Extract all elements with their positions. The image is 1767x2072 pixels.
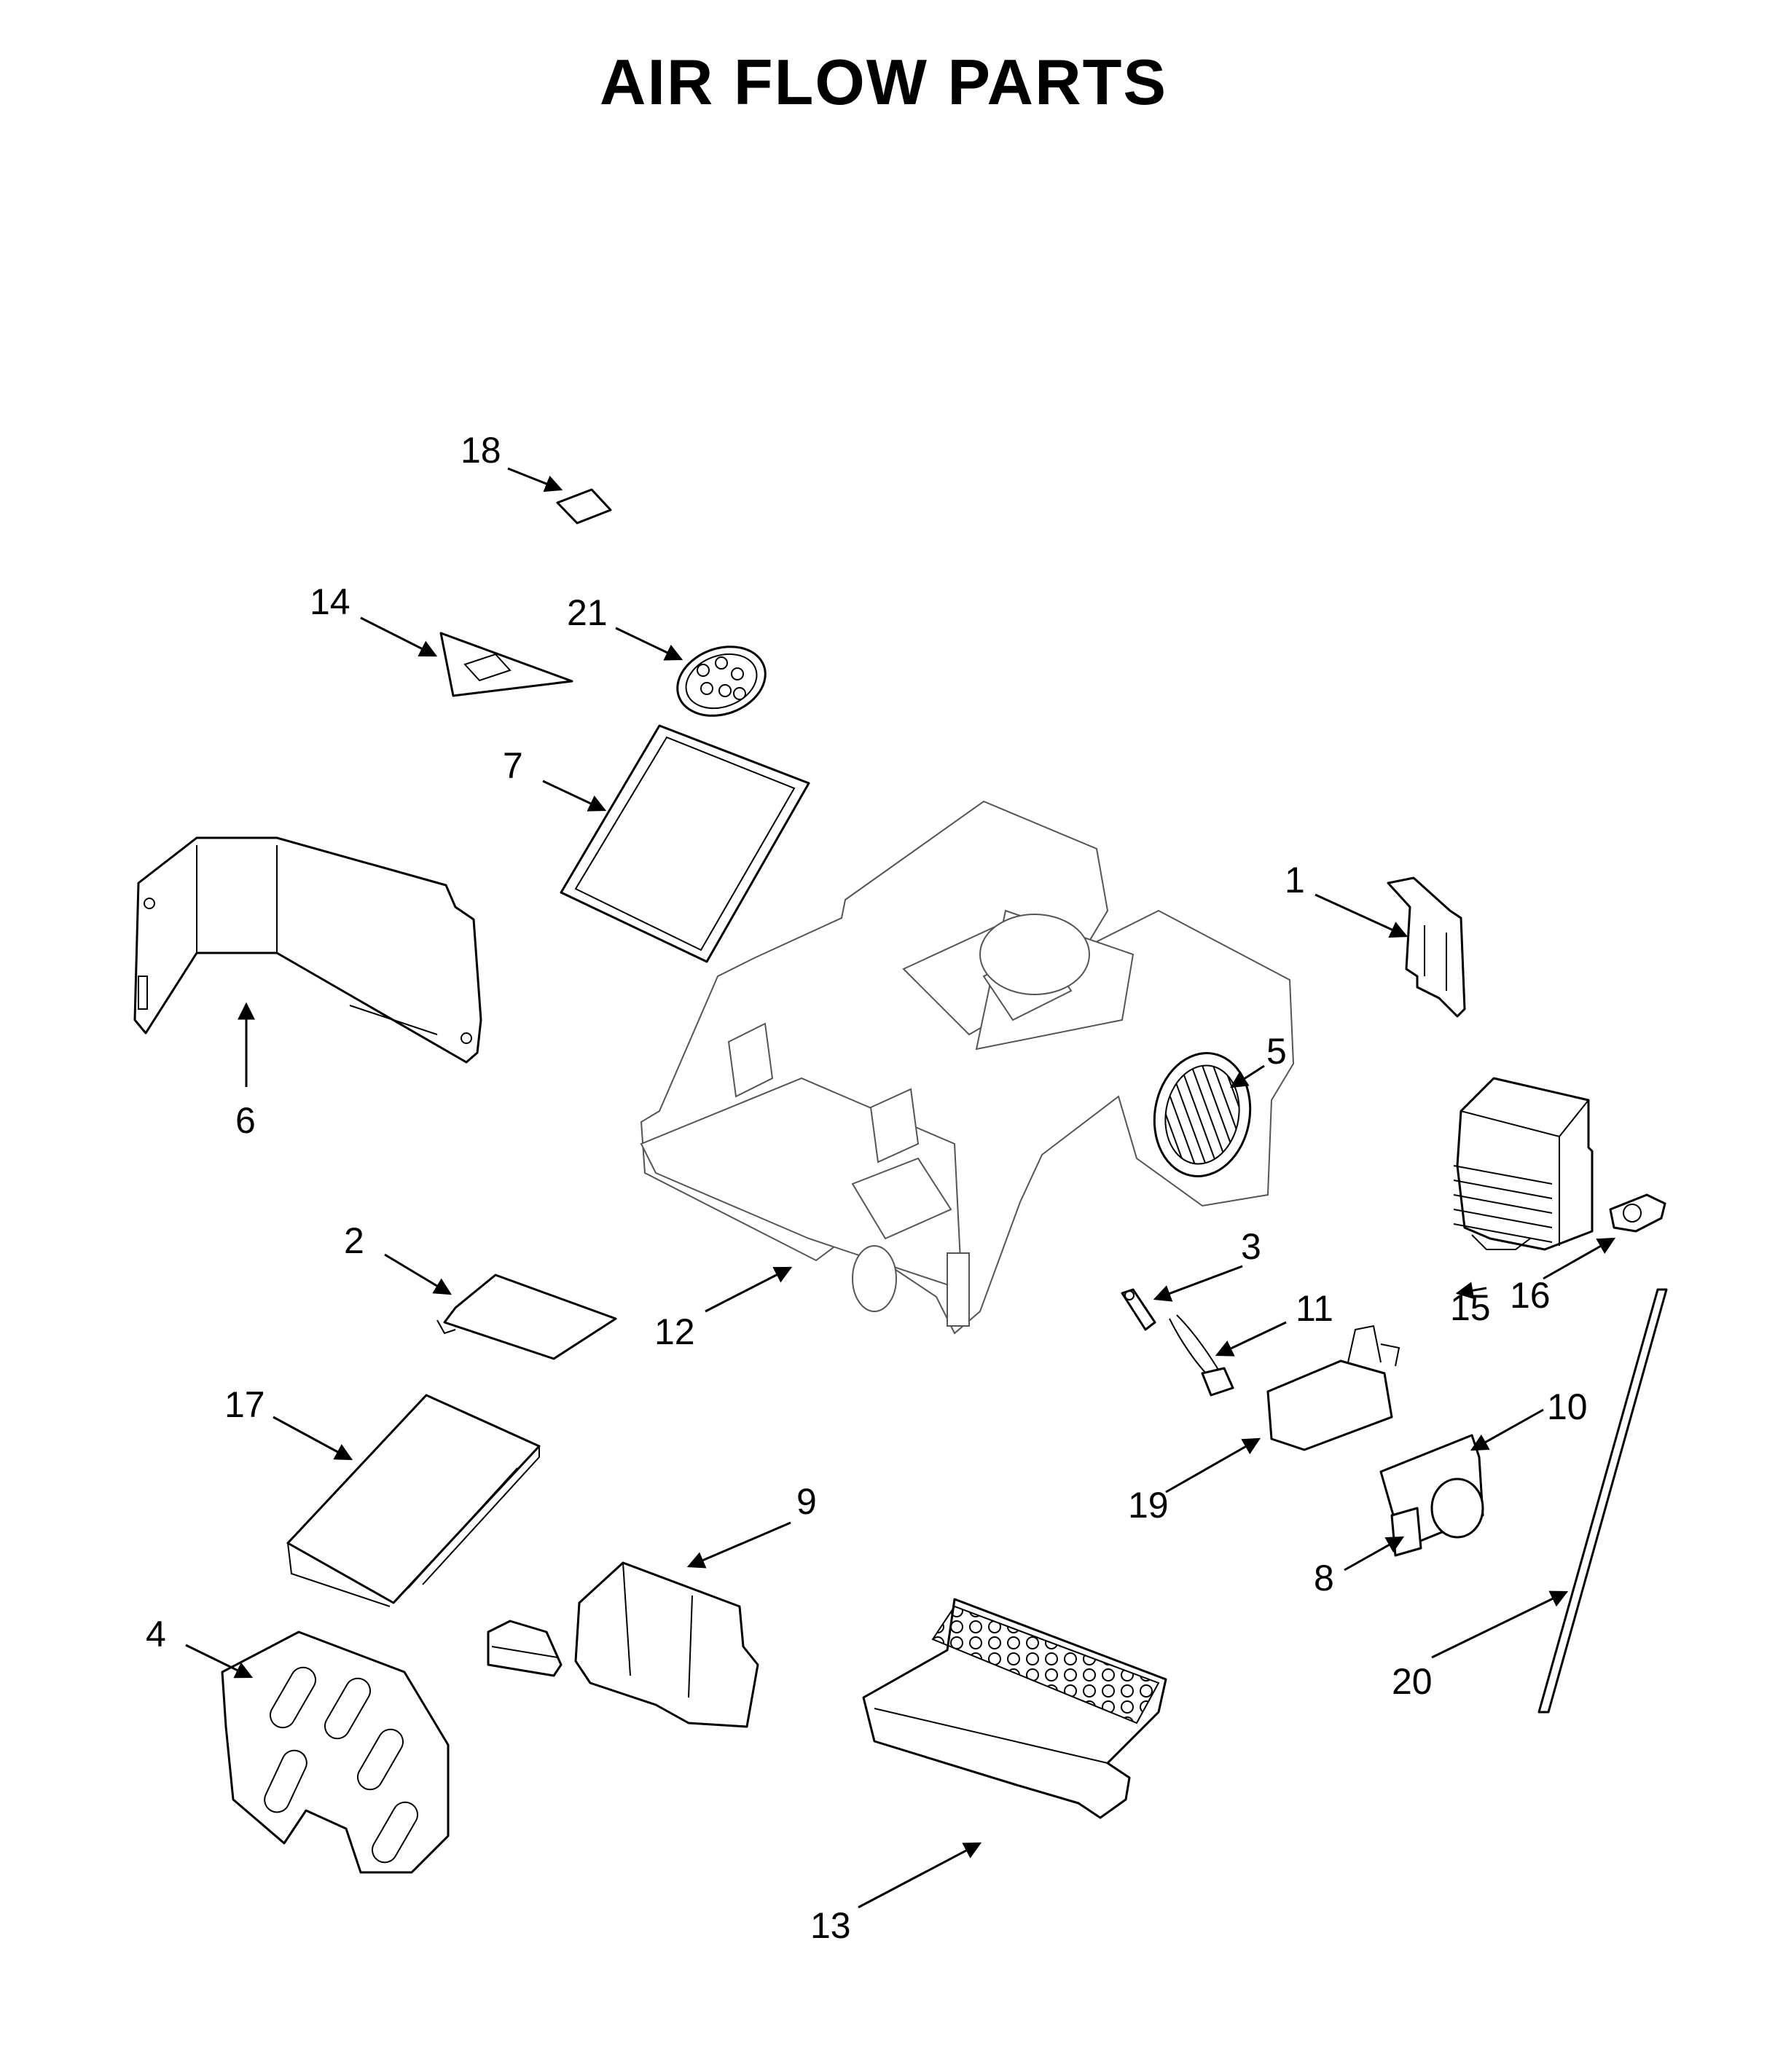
- part-13-filter-tray: [862, 1598, 1167, 1819]
- part-11-wire-harness: [1169, 1314, 1234, 1397]
- leader-arrows: [185, 467, 1616, 1909]
- callout-21: 21: [567, 592, 608, 633]
- callout-labels: 18 14 21 7 6 1 5 2 12 3 11 15 16 19 10 8…: [146, 430, 1588, 1946]
- callout-8: 8: [1314, 1558, 1334, 1598]
- part-3-connector: [1121, 1288, 1156, 1331]
- part-18-label-sheet: [556, 488, 612, 525]
- leader-11: [1215, 1321, 1287, 1357]
- callout-14: 14: [310, 581, 350, 622]
- callout-5: 5: [1266, 1031, 1287, 1072]
- part-20-rod: [1537, 1288, 1668, 1714]
- part-14-triangular-plate: [439, 632, 573, 697]
- leader-1: [1315, 893, 1408, 938]
- leader-14: [360, 616, 438, 657]
- callout-6: 6: [235, 1100, 256, 1141]
- part-4-slotted-bracket: [221, 1630, 450, 1874]
- callout-1: 1: [1285, 860, 1305, 900]
- leader-20: [1431, 1590, 1569, 1659]
- part-12-air-guide-housing: [640, 800, 1295, 1335]
- leader-19: [1165, 1437, 1261, 1494]
- part-17-cover-channel: [286, 1394, 541, 1607]
- leader-13: [858, 1842, 982, 1909]
- diagram-title: AIR FLOW PARTS: [599, 46, 1168, 118]
- leader-17: [273, 1416, 353, 1461]
- part-8-switch: [1390, 1507, 1422, 1557]
- leader-21: [615, 627, 683, 661]
- leader-18: [507, 467, 563, 493]
- leader-2: [384, 1253, 452, 1295]
- leader-16: [1543, 1237, 1616, 1280]
- callout-16: 16: [1510, 1275, 1551, 1316]
- callout-4: 4: [146, 1614, 166, 1655]
- callout-7: 7: [503, 745, 523, 786]
- callout-10: 10: [1547, 1386, 1588, 1427]
- leader-10: [1470, 1408, 1544, 1451]
- leader-4: [185, 1644, 254, 1679]
- callout-13: 13: [810, 1905, 851, 1946]
- part-2-plate: [436, 1274, 617, 1360]
- leader-7: [542, 780, 607, 812]
- part-16-thermostat: [1609, 1193, 1666, 1233]
- leader-3: [1153, 1265, 1243, 1302]
- part-15-transformer: [1453, 1077, 1594, 1251]
- part-21-round-filter: [676, 645, 767, 717]
- part-5-blower-grill: [1153, 1052, 1252, 1177]
- callout-2: 2: [344, 1220, 364, 1261]
- leader-8: [1344, 1536, 1405, 1571]
- callout-17: 17: [224, 1384, 265, 1425]
- callout-12: 12: [654, 1311, 695, 1352]
- callout-19: 19: [1128, 1485, 1169, 1526]
- leader-15: [1455, 1282, 1487, 1300]
- callout-15: 15: [1450, 1287, 1491, 1328]
- part-9-duct: [487, 1561, 759, 1728]
- callout-11: 11: [1296, 1288, 1333, 1329]
- part-6-duct-cover: [133, 836, 482, 1064]
- leader-12: [705, 1266, 793, 1313]
- part-1-bracket: [1387, 876, 1466, 1018]
- callout-9: 9: [796, 1481, 817, 1522]
- leader-5: [1229, 1064, 1265, 1088]
- callout-20: 20: [1392, 1661, 1433, 1702]
- part-7-frame-filter: [560, 724, 810, 963]
- callout-18: 18: [461, 430, 501, 471]
- callout-3: 3: [1241, 1226, 1261, 1267]
- part-19-control-board: [1266, 1325, 1400, 1451]
- leader-9: [686, 1521, 791, 1569]
